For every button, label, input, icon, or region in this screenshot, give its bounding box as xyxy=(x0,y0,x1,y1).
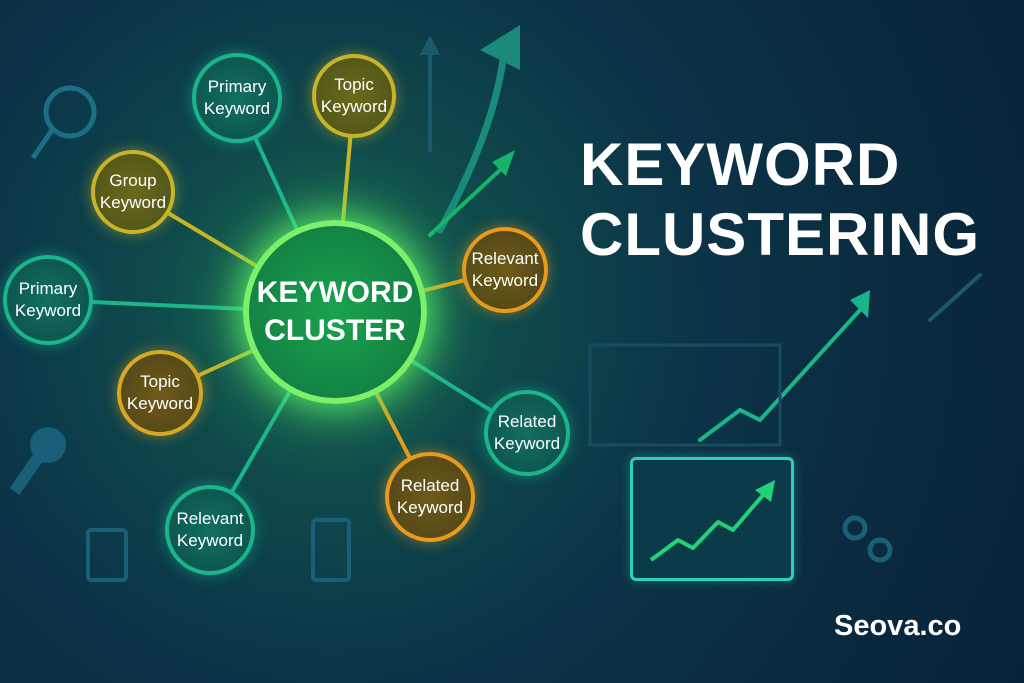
title-line: KEYWORD xyxy=(580,131,901,198)
node-label: Keyword xyxy=(14,301,82,320)
center-keyword-cluster: KEYWORD CLUSTER xyxy=(243,220,427,404)
title-line: CLUSTERING xyxy=(580,201,980,268)
node-label: Primary xyxy=(18,279,78,298)
center-label: KEYWORD xyxy=(256,276,414,309)
key-icon xyxy=(9,427,66,495)
node-label: Keyword xyxy=(203,99,271,118)
trend-line-icon xyxy=(649,480,775,562)
node-label: Keyword xyxy=(396,498,464,517)
node-label: Keyword xyxy=(320,97,388,116)
node-label: Keyword xyxy=(471,271,539,290)
node-label: Related xyxy=(400,476,460,495)
node-label: Primary xyxy=(207,77,267,96)
node-label: Topic xyxy=(140,372,180,391)
node-label: Keyword xyxy=(176,531,244,550)
node-label: Related xyxy=(497,412,557,431)
center-label: CLUSTER xyxy=(264,314,406,347)
node-label: Keyword xyxy=(493,434,561,453)
node-label: Topic xyxy=(334,75,374,94)
growth-chart-icon xyxy=(630,457,794,581)
node-label: Relevant xyxy=(176,509,244,528)
link-icon xyxy=(842,515,893,563)
node-label: Relevant xyxy=(471,249,539,268)
node-label: Keyword xyxy=(99,193,167,212)
node-label: Keyword xyxy=(126,394,194,413)
brand-logo: Seova.co xyxy=(834,610,962,642)
document-icon xyxy=(86,518,351,582)
search-icon xyxy=(30,85,97,160)
background-chart-frame xyxy=(588,343,782,447)
node-label: Group xyxy=(109,171,157,190)
growth-arrows xyxy=(420,25,982,442)
